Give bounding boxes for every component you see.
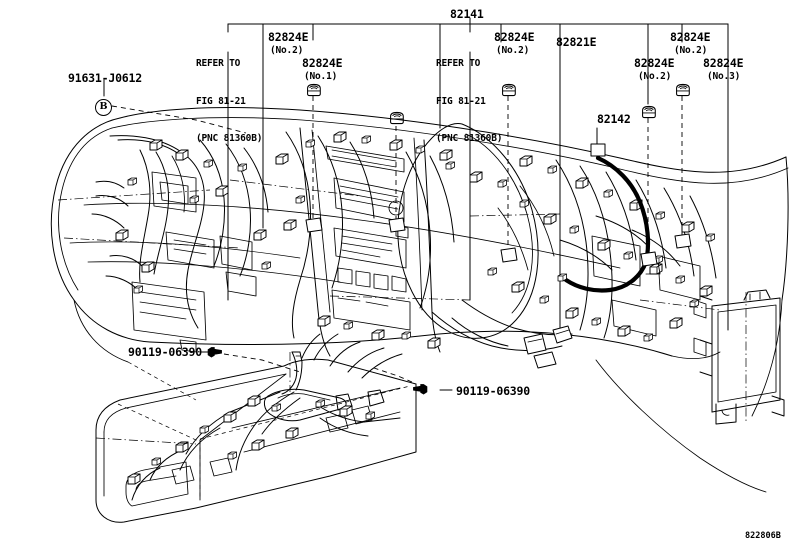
center-stack (325, 145, 411, 331)
callout-82824E-no3-sub: (No.3) (707, 71, 741, 82)
connector-82821E-target (552, 325, 573, 344)
ref-line-3: (PNC 81360B) (196, 133, 263, 145)
callout-82821E: 82821E (556, 35, 597, 49)
callout-82824E-no2-b-sub: (No.2) (496, 45, 530, 56)
construction-lines (57, 179, 721, 445)
callout-82824E-no2-c: 82824E (670, 30, 711, 44)
ref-line-2: FIG 81-21 (196, 95, 246, 107)
callout-91631-J0612: 91631-J0612 (68, 71, 142, 85)
connector-blocks (115, 131, 715, 485)
callout-82142: 82142 (597, 112, 631, 126)
callout-82824E-no3: 82824E (703, 56, 744, 70)
ref-line-3: (PNC 81360B) (436, 133, 503, 145)
callout-90119-06390-right: 90119-06390 (456, 384, 530, 398)
callout-82824E-no2-b: 82824E (494, 30, 535, 44)
balloon-b: B (95, 99, 112, 116)
reference-note-center: REFER TO FIG 81-21 (PNC 81360B) (436, 33, 502, 171)
callout-82824E-no1: 82824E (302, 56, 343, 70)
leader-lines (103, 23, 729, 391)
wire-82142 (557, 143, 663, 293)
callout-82824E-no2-d-sub: (No.2) (638, 71, 672, 82)
callout-82141: 82141 (450, 7, 484, 21)
ref-line-1: REFER TO (436, 58, 481, 70)
ref-line-1: REFER TO (196, 58, 241, 70)
callout-90119-06390-left: 90119-06390 (128, 345, 202, 359)
callout-82824E-no1-sub: (No.1) (304, 71, 338, 82)
callout-82824E-no2-a-sub: (No.2) (270, 45, 304, 56)
reference-note-left: REFER TO FIG 81-21 (PNC 81360B) (196, 33, 262, 171)
left-cluster-area (131, 171, 257, 353)
callout-82824E-no2-c-sub: (No.2) (674, 45, 708, 56)
ecu-module (693, 289, 785, 425)
callout-bracket-82141 (227, 17, 729, 71)
lower-left-outline (73, 299, 197, 401)
ref-line-2: FIG 81-21 (436, 95, 486, 107)
callout-82824E-no2-d: 82824E (634, 56, 675, 70)
right-panel-area (591, 235, 701, 337)
right-body-sweep (595, 299, 783, 493)
callout-82824E-no2-a: 82824E (268, 30, 309, 44)
sheet-code: 822806B (745, 531, 781, 541)
clamp-targets-on-harness (305, 217, 692, 369)
floor-console (95, 351, 417, 523)
